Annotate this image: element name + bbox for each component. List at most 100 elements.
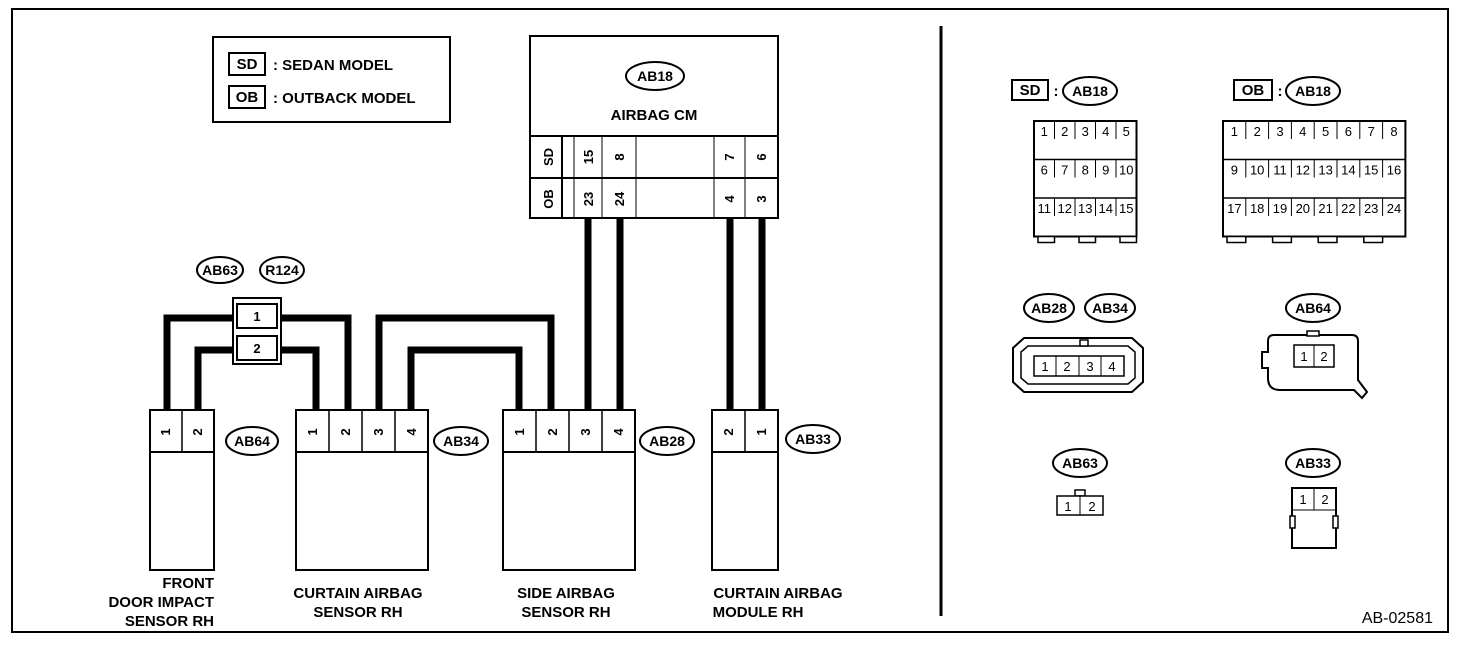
ab18-pin-number: 19: [1273, 201, 1287, 216]
view-pin: 1: [1300, 349, 1307, 364]
view-pin: 2: [1320, 349, 1327, 364]
sensor-pin: 3: [371, 428, 386, 435]
cm-sd-label: SD: [541, 148, 556, 166]
ab18-pin-number: 15: [1364, 163, 1378, 178]
junction-r124: R124: [265, 262, 299, 278]
legend-ob-code: OB: [236, 89, 259, 106]
junction-pin: 2: [253, 341, 260, 356]
sensor-pin: 3: [578, 428, 593, 435]
legend-ob-text: : OUTBACK MODEL: [273, 90, 416, 107]
view-ab28: AB28: [1031, 300, 1067, 316]
view-ab63: AB63: [1062, 455, 1098, 471]
ab18-pin-number: 20: [1296, 201, 1310, 216]
wires: [163, 218, 766, 410]
view-pin: 1: [1299, 492, 1306, 507]
airbag-cm-connector: AB18: [637, 68, 673, 84]
sensor-label: FRONT: [162, 575, 214, 592]
ab18-pin-number: 14: [1099, 201, 1113, 216]
sensor-connector: AB64: [234, 433, 270, 449]
view-pin: 4: [1108, 359, 1115, 374]
ab18-latch: [1226, 235, 1247, 244]
view-ab33: AB33: [1295, 455, 1331, 471]
ab18-pin-number: 1: [1231, 124, 1238, 139]
ab18-pin-number: 22: [1341, 201, 1355, 216]
ab18-latch: [1078, 235, 1097, 244]
figure-frame: [11, 8, 1449, 633]
ab18-pin-number: 6: [1345, 124, 1352, 139]
airbag-cm: AB18 AIRBAG CM SD OB 15 8 7 6 23 24 4 3: [529, 35, 779, 219]
sensor-label: CURTAIN AIRBAG: [293, 585, 422, 602]
ab18-pin-number: 12: [1296, 163, 1310, 178]
sensor-pin: 1: [158, 428, 173, 435]
module-pin: 1: [754, 428, 769, 435]
view-sd-sep: :: [1054, 83, 1059, 100]
ab18-pin-number: 16: [1387, 163, 1401, 178]
ab18-pin-number: 2: [1061, 124, 1068, 139]
ab18-pin-number: 3: [1082, 124, 1089, 139]
junction-pin: 1: [253, 309, 260, 324]
cm-pin: 3: [754, 195, 769, 202]
sensor-pin: 1: [512, 428, 527, 435]
view-sd-connector: AB18: [1072, 83, 1108, 99]
view-sd-model: SD: [1020, 82, 1041, 99]
sensor-label: SIDE AIRBAG: [517, 585, 615, 602]
ab18-pin-number: 14: [1341, 163, 1355, 178]
sensor-label: DOOR IMPACT: [108, 594, 214, 611]
cm-pin: 15: [581, 150, 596, 164]
ab18-pin-number: 7: [1061, 163, 1068, 178]
ab18-pin-number: 18: [1250, 201, 1264, 216]
ab18-pin-number: 10: [1119, 163, 1133, 178]
sensor-pin: 2: [190, 428, 205, 435]
sensor-connector: AB28: [649, 433, 685, 449]
ab18-pin-number: 13: [1078, 201, 1092, 216]
view-pin: 2: [1321, 492, 1328, 507]
cm-pin: 24: [612, 191, 627, 206]
ab18-pin-number: 21: [1318, 201, 1332, 216]
front-door-impact-sensor: 1 2 AB64 FRONT DOOR IMPACT SENSOR RH: [108, 409, 279, 630]
ab18-latch: [1119, 235, 1138, 244]
ab18-pin-number: 5: [1123, 124, 1130, 139]
view-ab34: AB34: [1092, 300, 1128, 316]
ab18-latch: [1271, 235, 1293, 244]
cm-ob-label: OB: [541, 189, 556, 209]
ab18-pin-number: 8: [1082, 163, 1089, 178]
ab18-pin-number: 2: [1254, 124, 1261, 139]
cm-pin: 4: [722, 195, 737, 203]
sensor-label: SENSOR RH: [521, 604, 610, 621]
airbag-cm-title: AIRBAG CM: [611, 107, 698, 124]
ab18-pin-number: 10: [1250, 163, 1264, 178]
sensor-pin: 1: [305, 428, 320, 435]
curtain-airbag-module: 2 1 AB33 CURTAIN AIRBAG MODULE RH: [711, 409, 843, 621]
module-label: MODULE RH: [713, 604, 804, 621]
curtain-airbag-sensor: 1 2 3 4 AB34 CURTAIN AIRBAG SENSOR RH: [293, 409, 489, 621]
ab18-latch: [1317, 235, 1338, 244]
side-airbag-sensor: 1 2 3 4 AB28 SIDE AIRBAG SENSOR RH: [502, 409, 695, 621]
connector-views: SD : AB18 OB : AB18 AB28 AB34 1 2 3 4 AB…: [1011, 76, 1407, 549]
ab18-pin-number: 8: [1390, 124, 1397, 139]
view-ob-model: OB: [1242, 82, 1265, 99]
view-ob-connector: AB18: [1295, 83, 1331, 99]
ab18-pin-number: 5: [1322, 124, 1329, 139]
ab18-pin-number: 24: [1387, 201, 1401, 216]
ab18-pin-number: 6: [1041, 163, 1048, 178]
sensor-pin: 4: [611, 428, 626, 436]
view-pin: 2: [1063, 359, 1070, 374]
view-ab64: AB64: [1295, 300, 1331, 316]
ab18-pin-number: 13: [1318, 163, 1332, 178]
cm-pin: 6: [754, 153, 769, 160]
view-ob-sep: :: [1278, 83, 1283, 100]
legend-ob-box: [228, 85, 266, 109]
view-pin: 1: [1041, 359, 1048, 374]
junction-ab63: AB63: [202, 262, 238, 278]
sensor-label: SENSOR RH: [125, 613, 214, 630]
cm-pin: 8: [612, 153, 627, 160]
ab18-body: [1033, 120, 1138, 238]
legend-sd-code: SD: [237, 56, 258, 73]
ab18-latch: [1363, 235, 1384, 244]
ab18-pin-number: 4: [1299, 124, 1306, 139]
ab18-pin-number: 15: [1119, 201, 1133, 216]
ab18-pin-number: 9: [1231, 163, 1238, 178]
legend-sd-box: [228, 52, 266, 76]
ab18-pin-number: 23: [1364, 201, 1378, 216]
